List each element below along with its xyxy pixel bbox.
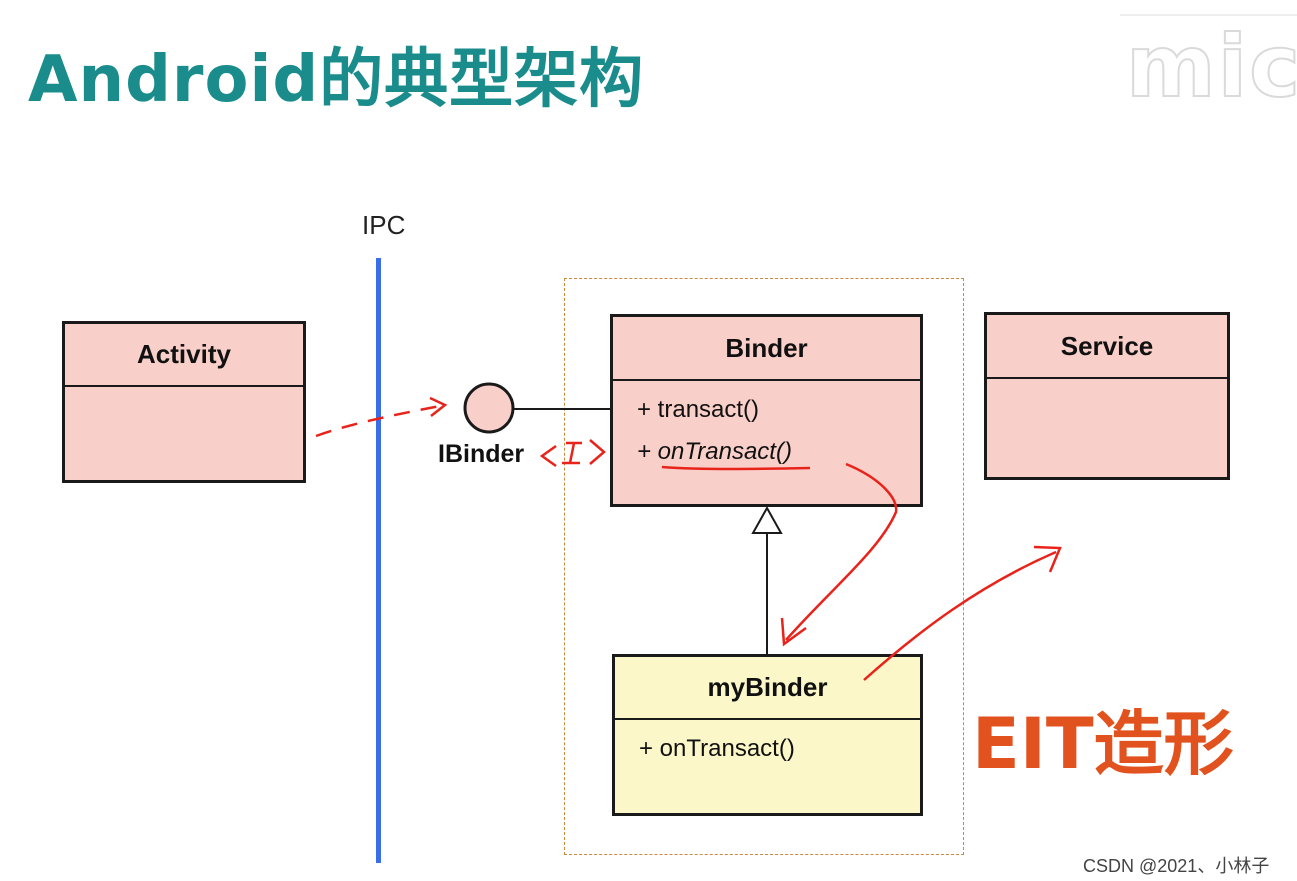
- ipc-boundary-line: [376, 258, 381, 863]
- service-class-box: Service: [984, 312, 1230, 480]
- service-class-name: Service: [987, 315, 1227, 379]
- ontransact-underline: [661, 465, 811, 471]
- binder-class-name: Binder: [613, 317, 920, 381]
- binder-method-ontransact: + onTransact(): [637, 438, 792, 465]
- binder-method-list: + transact() + onTransact(): [613, 381, 920, 473]
- mybinder-method-list: + onTransact(): [615, 720, 920, 770]
- binder-class-box: Binder + transact() + onTransact(): [610, 314, 923, 507]
- mybinder-to-service-arrowhead: [1033, 545, 1062, 573]
- ibinder-interface-circle: [463, 382, 515, 434]
- ibinder-interface-label: IBinder: [438, 440, 525, 468]
- ipc-label: IPC: [362, 210, 406, 240]
- activity-class-name: Activity: [65, 324, 303, 387]
- dependency-dashed-arrow: [315, 404, 441, 438]
- page-title: Android的典型架构: [28, 43, 645, 117]
- package-boundary: [564, 278, 964, 855]
- handwritten-interface-mark: [539, 439, 606, 468]
- mybinder-class-name: myBinder: [615, 657, 920, 720]
- override-curve-arrowhead: [780, 617, 807, 647]
- activity-class-box: Activity: [62, 321, 306, 483]
- eit-annotation: EIT造形: [972, 703, 1234, 785]
- dependency-arrowhead: [429, 396, 448, 417]
- logo: micr: [1120, 14, 1297, 108]
- generalization-arrowhead: [751, 505, 783, 534]
- binder-method-transact: + transact(): [637, 396, 760, 423]
- mybinder-method-ontransact: + onTransact(): [639, 735, 795, 762]
- override-curve-arrow: [785, 462, 898, 641]
- watermark: CSDN @2021、小林子: [1083, 856, 1270, 876]
- mybinder-to-service-arrow: [863, 550, 1057, 681]
- mybinder-class-box: myBinder + onTransact(): [612, 654, 923, 816]
- logo-text: micr: [1125, 17, 1297, 108]
